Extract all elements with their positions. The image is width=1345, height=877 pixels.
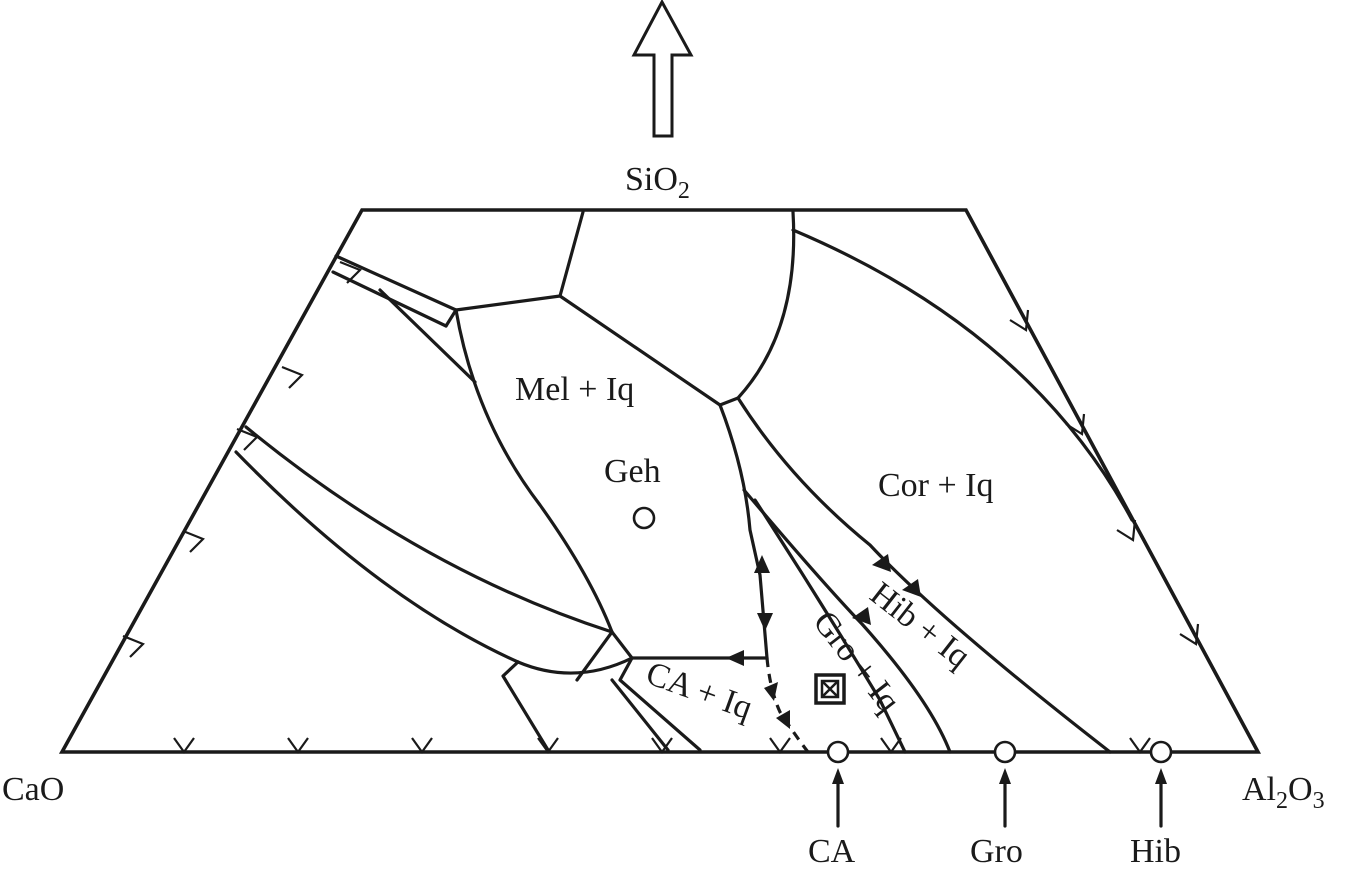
apex-label-sio2: SiO2 (625, 161, 690, 204)
phase-label-grossite: Gro (970, 833, 1023, 870)
diagram-frame (58, 208, 1262, 754)
phase-label-ca: CA (808, 833, 856, 870)
left-edge-ticks (122, 260, 362, 658)
corner-label-cao: CaO (2, 771, 64, 808)
sio2-direction-arrow (631, 0, 694, 138)
dashed-boundary (765, 657, 810, 753)
right-edge-ticks (1009, 309, 1200, 646)
field-label-melilite: Mel + Iq (515, 371, 634, 408)
field-boundaries (234, 210, 1134, 754)
phase-label-hibonite: Hib (1130, 833, 1181, 870)
grossite-point (993, 740, 1017, 764)
phase-label-gehlenite: Geh (604, 453, 661, 490)
field-label-ca: CA + Iq (641, 655, 757, 727)
field-label-hibonite: Hib + Iq (863, 575, 977, 675)
bulk-composition-marker (814, 673, 846, 705)
ca-point (826, 740, 850, 764)
base-pointer-arrows (832, 768, 1167, 828)
gehlenite-point (632, 506, 656, 530)
hibonite-point (1149, 740, 1173, 764)
boundary-arrowheads (726, 554, 921, 729)
bottom-edge-ticks (173, 737, 1151, 754)
corner-label-al2o3: Al2O3 (1242, 771, 1325, 814)
field-label-corundum: Cor + Iq (878, 467, 994, 504)
